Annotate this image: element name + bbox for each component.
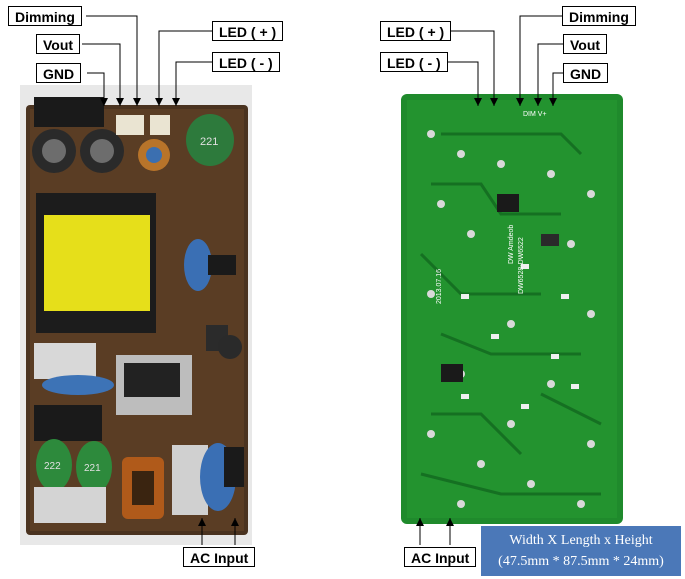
dimensions-line1: Width X Length x Height [509,533,653,548]
date-silkscreen: 2013.07.16 [436,269,443,304]
right-dimming-label: Dimming [562,6,636,26]
right-led-plus-label: LED ( + ) [380,21,452,41]
left-led-plus-label: LED ( + ) [212,21,284,41]
coil-bottom-b-mark: 221 [84,463,101,474]
model-silkscreen: DW6528-DW6522 [518,237,525,294]
pins-silkscreen: DIM V+ [523,111,547,118]
right-vout-label: Vout [563,34,608,54]
coil-bottom-a-mark: 222 [44,461,61,472]
left-vout-label: Vout [36,34,81,54]
dimensions-box: Width X Length x Height (47.5mm * 87.5mm… [481,526,681,576]
left-board-photo: 221 222 221 [20,85,252,545]
dimensions-line2: (47.5mm * 87.5mm * 24mm) [498,554,664,569]
left-ac-input-label: AC Input [183,547,256,567]
left-led-minus-label: LED ( - ) [212,52,280,72]
right-gnd-label: GND [563,63,609,83]
coil-top-mark: 221 [200,136,218,148]
right-led-minus-label: LED ( - ) [380,52,448,72]
brand-silkscreen: DW Amdeob [508,225,515,264]
right-ac-input-label: AC Input [404,547,477,567]
right-board-photo: DIM V+ 2013.07.16 DW Amdeob DW6528-DW652… [401,94,623,524]
left-dimming-label: Dimming [8,6,82,26]
left-gnd-label: GND [36,63,82,83]
